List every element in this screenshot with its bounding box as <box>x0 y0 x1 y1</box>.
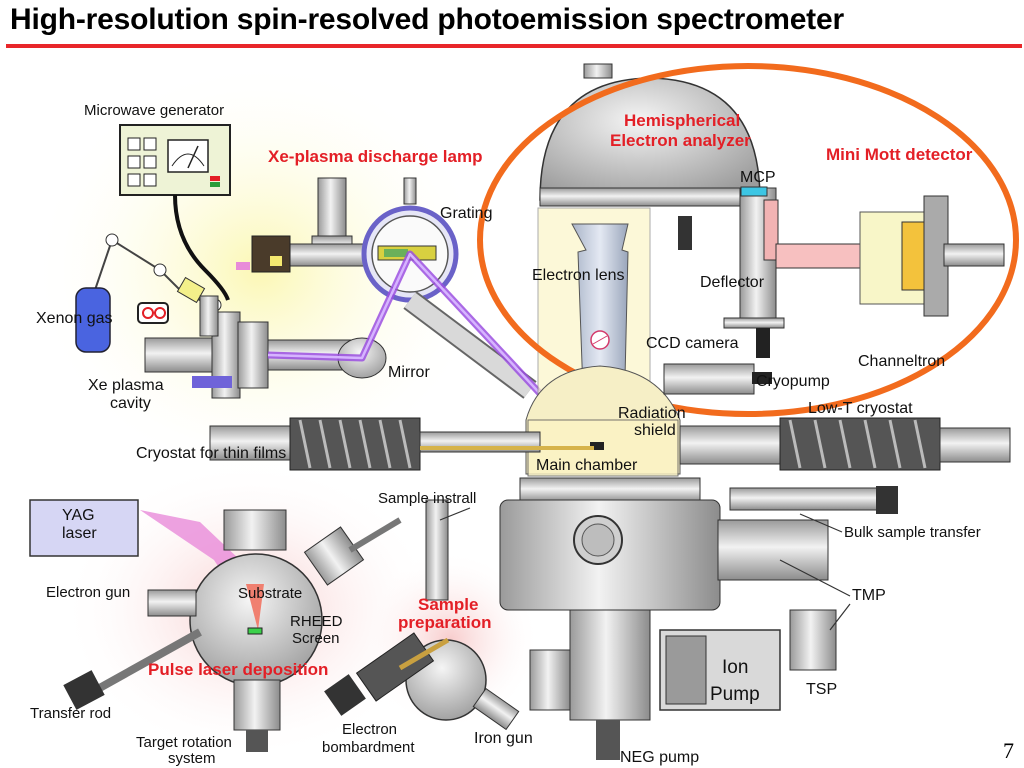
low-t-cryostat <box>679 417 1011 471</box>
label-mcp: MCP <box>740 169 776 186</box>
label-radiation-shield-2: shield <box>634 422 676 439</box>
label-substrate: Substrate <box>238 585 302 602</box>
label-cryostat-thin-films: Cryostat for thin films <box>136 445 286 462</box>
label-rheed-2: Screen <box>292 630 340 647</box>
label-electron-gun: Electron gun <box>46 584 130 601</box>
microwave-cable <box>173 194 230 301</box>
label-electron-bombardment-2: bombardment <box>322 739 415 756</box>
cryopump <box>663 363 772 395</box>
label-mini-mott: Mini Mott detector <box>826 145 973 164</box>
label-hemispherical-1: Hemispherical <box>624 111 740 130</box>
leader-lines <box>439 507 851 631</box>
label-transfer-rod: Transfer rod <box>30 705 111 722</box>
microwave-generator <box>119 124 231 196</box>
label-microwave-generator: Microwave generator <box>84 102 224 119</box>
label-grating: Grating <box>440 205 492 222</box>
label-target-rotation-1: Target rotation <box>136 734 232 751</box>
label-bulk-sample-transfer: Bulk sample transfer <box>844 524 981 541</box>
highlight-ring <box>477 63 1019 417</box>
label-pulse-laser-deposition: Pulse laser deposition <box>148 660 328 679</box>
label-radiation-shield-1: Radiation <box>618 405 686 422</box>
label-tsp: TSP <box>806 681 837 698</box>
lamp-valves <box>236 177 417 273</box>
label-electron-lens: Electron lens <box>532 267 625 284</box>
label-mirror: Mirror <box>388 364 430 381</box>
label-xe-plasma-cavity-2: cavity <box>110 395 151 412</box>
label-channeltron: Channeltron <box>858 353 945 370</box>
sample-prep-chamber <box>324 499 520 731</box>
thin-film-cryostat <box>209 417 594 471</box>
label-xe-plasma-lamp: Xe-plasma discharge lamp <box>268 147 482 166</box>
analyzer-assembly <box>537 63 1005 421</box>
label-ccd-camera: CCD camera <box>646 335 739 352</box>
label-rheed-1: RHEED <box>290 613 343 630</box>
lower-chamber <box>499 477 898 760</box>
label-deflector: Deflector <box>700 274 765 291</box>
label-xenon-gas: Xenon gas <box>36 310 113 327</box>
label-xe-plasma-cavity-1: Xe plasma <box>88 377 164 394</box>
label-iron-gun: Iron gun <box>474 730 533 747</box>
page-number: 7 <box>1003 738 1014 763</box>
label-hemispherical-2: Electron analyzer <box>610 131 751 150</box>
label-low-t-cryostat: Low-T cryostat <box>808 400 913 417</box>
label-yag-2: laser <box>62 525 97 542</box>
label-tmp: TMP <box>852 587 886 604</box>
photon-beam-core <box>267 252 561 416</box>
label-target-rotation-2: system <box>168 750 216 767</box>
label-neg-pump: NEG pump <box>620 749 699 766</box>
slide-title: High-resolution spin-resolved photoemiss… <box>10 3 844 36</box>
title-rule <box>6 44 1022 48</box>
label-ion-pump-1: Ion <box>722 657 748 678</box>
label-cryopump: Cryopump <box>756 373 830 390</box>
label-electron-bombardment-1: Electron <box>342 721 397 738</box>
pld-chamber <box>29 499 402 752</box>
label-yag-1: YAG <box>62 507 95 524</box>
label-sample-prep-2: preparation <box>398 613 492 632</box>
label-sample-install: Sample instrall <box>378 490 476 507</box>
label-ion-pump-2: Pump <box>710 684 760 705</box>
label-main-chamber: Main chamber <box>536 457 638 474</box>
label-sample-prep-1: Sample <box>418 595 478 614</box>
